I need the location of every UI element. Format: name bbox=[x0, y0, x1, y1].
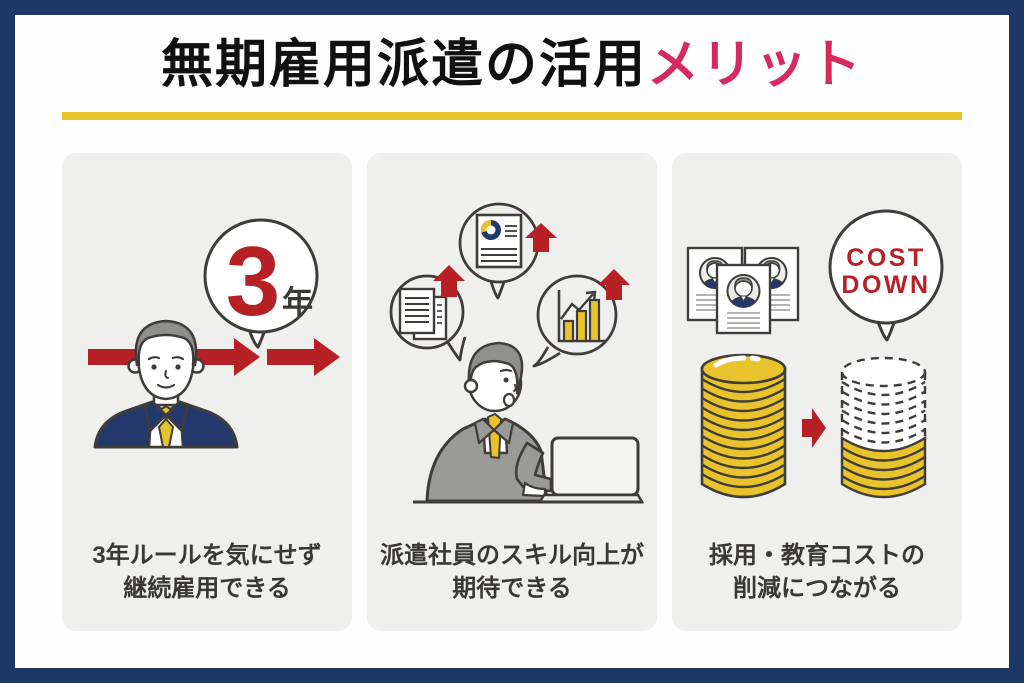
title-underline bbox=[62, 112, 962, 120]
year-unit-label: 年 bbox=[282, 285, 313, 320]
coin-stack-full bbox=[700, 353, 787, 499]
hair bbox=[467, 341, 524, 395]
caption-line: 継続雇用できる bbox=[123, 575, 291, 602]
caption-line: 採用・教育コストの bbox=[709, 542, 925, 569]
red-arrow-icon bbox=[802, 408, 826, 448]
resume-documents bbox=[686, 246, 800, 335]
arm bbox=[514, 441, 553, 493]
tie bbox=[158, 418, 174, 448]
donut-chart-icon bbox=[480, 219, 501, 240]
bar-chart-bubble bbox=[532, 269, 630, 368]
report-icon bbox=[475, 213, 523, 269]
benefit-panels: 3 年 3年ルールを気にせず継続雇用できる bbox=[62, 153, 962, 631]
skill-up-illustration bbox=[389, 202, 645, 504]
caption-line: 3年ルールを気にせず bbox=[92, 542, 322, 569]
up-arrow-icon bbox=[525, 223, 557, 252]
cost-label: COST bbox=[846, 244, 925, 272]
panel-three-year-rule: 3 年 3年ルールを気にせず継続雇用できる bbox=[62, 153, 352, 631]
tie bbox=[487, 413, 502, 459]
laptop-icon bbox=[537, 436, 645, 504]
title-accent: メリット bbox=[647, 36, 864, 94]
poster-inner-area: 無期雇用派遣の活用メリット bbox=[15, 15, 1009, 668]
up-arrow-icon bbox=[433, 265, 465, 297]
panel-skill-up: 派遣社員のスキル向上が期待できる bbox=[367, 153, 657, 631]
caption-line: 期待できる bbox=[452, 575, 572, 602]
caption-line: 派遣社員のスキル向上が bbox=[380, 542, 644, 569]
hair bbox=[134, 319, 198, 367]
panel-cost-down: COST DOWN bbox=[672, 153, 962, 631]
cost-down-illustration: COST DOWN bbox=[686, 209, 944, 499]
three-year-speech-bubble: 3 年 bbox=[203, 218, 319, 349]
down-label: DOWN bbox=[841, 271, 930, 299]
three-year-illustration: 3 年 bbox=[88, 218, 340, 449]
report-bubble bbox=[458, 202, 557, 300]
red-arrow-icon bbox=[267, 338, 340, 376]
documents-bubble bbox=[389, 265, 467, 362]
title-main: 無期雇用派遣の活用 bbox=[160, 36, 647, 94]
page-title: 無期雇用派遣の活用メリット bbox=[15, 36, 1009, 94]
up-arrow-icon bbox=[598, 269, 630, 300]
panel-caption: 3年ルールを気にせず継続雇用できる bbox=[62, 539, 352, 605]
businessman-at-laptop bbox=[425, 341, 553, 503]
bar-chart-icon bbox=[557, 290, 605, 343]
coin-stack-reduced bbox=[840, 356, 927, 499]
three-year-number: 3 bbox=[226, 226, 281, 336]
caption-line: 削減につながる bbox=[733, 575, 901, 602]
panel-caption: 派遣社員のスキル向上が期待できる bbox=[367, 539, 657, 605]
businessman-navy-suit bbox=[93, 319, 239, 449]
panel-caption: 採用・教育コストの削減につながる bbox=[672, 539, 962, 605]
cost-down-bubble: COST DOWN bbox=[828, 209, 944, 342]
